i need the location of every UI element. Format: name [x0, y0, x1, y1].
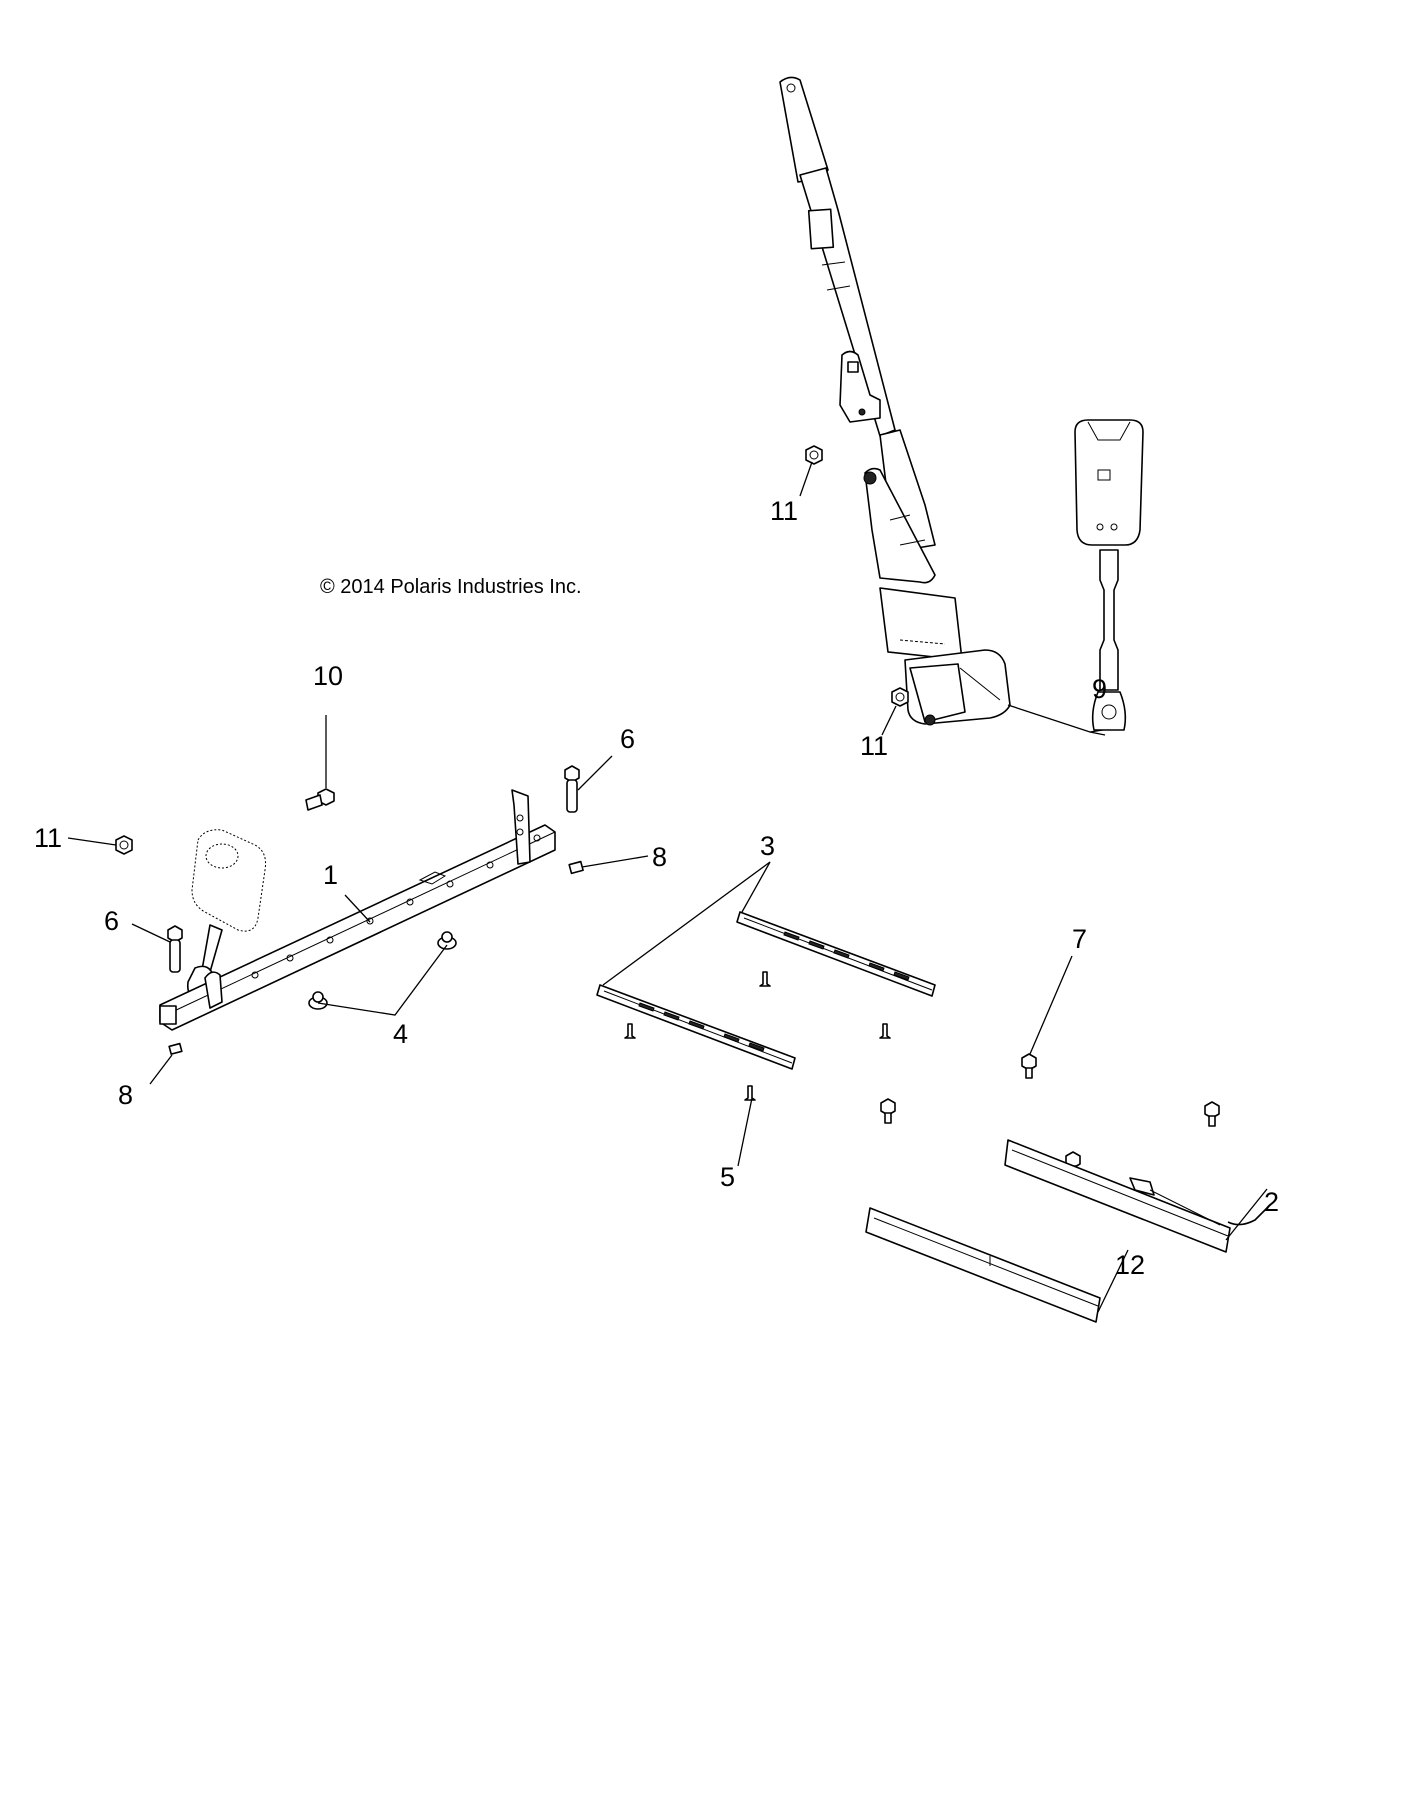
- seat-slider[interactable]: [865, 1207, 1101, 1323]
- flange-nut-middle[interactable]: [891, 687, 909, 707]
- clip-nut-lower[interactable]: [168, 1042, 183, 1055]
- copyright-text: © 2014 Polaris Industries Inc.: [320, 576, 582, 598]
- leader-lines: [67, 461, 1268, 1313]
- seat-belt-buckle-left[interactable]: [186, 829, 266, 1001]
- seat-base-tube[interactable]: [159, 789, 556, 1031]
- flange-nut-upper[interactable]: [805, 445, 823, 465]
- shoulder-belt-retractor[interactable]: [779, 76, 1011, 726]
- seat-slide-rail-upper[interactable]: [736, 911, 936, 997]
- hex-bolt-lower[interactable]: [167, 925, 183, 973]
- callout-11-left[interactable]: 11: [34, 823, 62, 853]
- seat-slide-rail-lower[interactable]: [596, 984, 796, 1070]
- grommet-right[interactable]: [437, 931, 457, 950]
- callout-11-upper[interactable]: 11: [770, 496, 798, 526]
- callout-10[interactable]: 10: [313, 661, 343, 691]
- callout-labels: 11 9 11 10 6 11 8 1 6 4 8 3 7 5 2 12: [34, 496, 1279, 1280]
- callout-12[interactable]: 12: [1115, 1250, 1145, 1280]
- hex-bolt-upper[interactable]: [564, 765, 580, 813]
- clip-nut-upper[interactable]: [568, 860, 584, 875]
- callout-8-lower[interactable]: 8: [118, 1080, 133, 1110]
- buckle-bolt[interactable]: [305, 788, 335, 811]
- seat-belt-buckle-right[interactable]: [1074, 419, 1144, 731]
- callout-4[interactable]: 4: [393, 1019, 408, 1049]
- callout-11-middle[interactable]: 11: [860, 731, 888, 761]
- callout-5[interactable]: 5: [720, 1162, 735, 1192]
- callout-6-upper[interactable]: 6: [620, 724, 635, 754]
- callout-7[interactable]: 7: [1072, 924, 1087, 954]
- callout-8-upper[interactable]: 8: [652, 842, 667, 872]
- callout-9[interactable]: 9: [1092, 674, 1107, 704]
- callout-1[interactable]: 1: [323, 860, 338, 890]
- callout-6-lower[interactable]: 6: [104, 906, 119, 936]
- callout-2[interactable]: 2: [1264, 1187, 1279, 1217]
- grommet-left[interactable]: [308, 991, 328, 1010]
- push-rivet[interactable]: [624, 971, 891, 1101]
- callout-3[interactable]: 3: [760, 831, 775, 861]
- flange-nut-left[interactable]: [115, 835, 133, 855]
- seat-slider-with-lever[interactable]: [1004, 1139, 1271, 1253]
